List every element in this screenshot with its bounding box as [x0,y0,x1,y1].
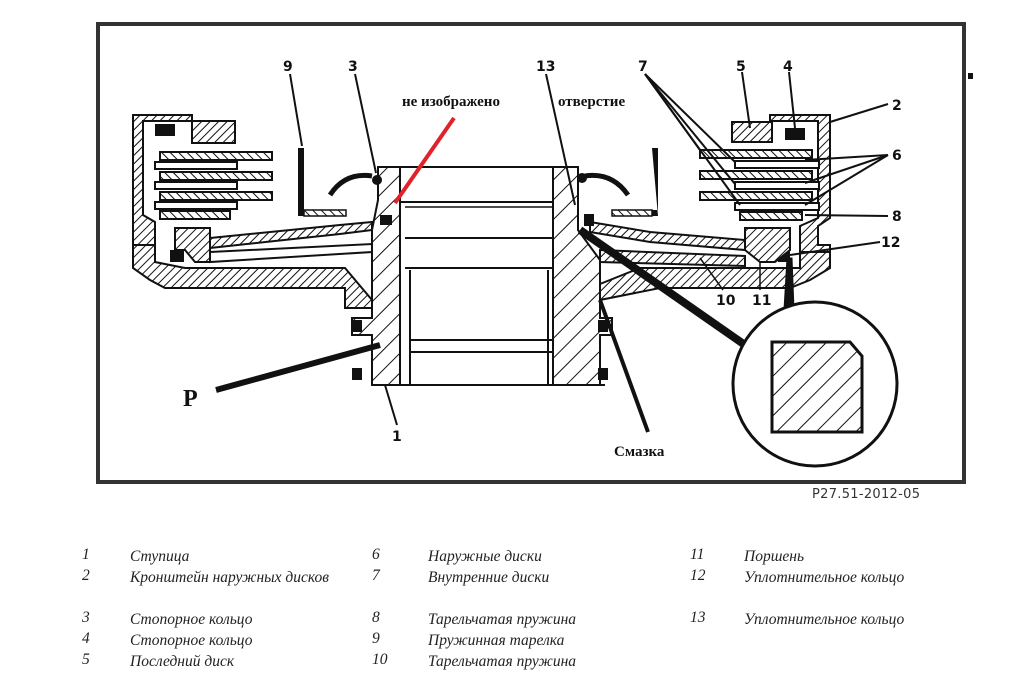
legend-label: Последний диск [130,653,235,670]
callout-7: 7 [638,59,648,75]
callout-6: 6 [892,148,902,164]
reference-code: P27.51-2012-05 [812,487,921,502]
left-disc-carrier [132,114,273,246]
legend-number: 7 [372,567,380,584]
callout-12: 12 [881,235,900,251]
legend-label: Уплотнительное кольцо [744,611,905,628]
legend-number: 9 [372,630,380,647]
annotation-pressure: P [183,386,198,412]
callout-11: 11 [752,293,771,309]
legend-label: Пружинная тарелка [428,632,565,649]
legend-number: 3 [82,609,90,626]
hub [351,166,613,386]
callout-9: 9 [283,59,293,75]
seal-cross-section [770,340,864,434]
last-disc-right [731,121,773,143]
disc-spring-right [739,211,803,221]
snap-ring-right [785,128,805,140]
legend-label: Стопорное кольцо [130,611,253,628]
callout-8: 8 [892,209,902,225]
disc-springs [209,148,746,268]
last-disc-left [191,120,236,144]
callout-1: 1 [392,429,402,445]
legend-label: Стопорное кольцо [130,632,253,649]
legend-number: 12 [690,567,706,584]
legend-label: Кронштейн наружных дисков [130,569,330,586]
snap-ring-left [155,124,175,136]
right-disc-carrier [699,114,831,253]
callout-4: 4 [783,59,793,75]
callout-5: 5 [736,59,746,75]
legend-label: Поршень [744,548,805,565]
callout-2: 2 [892,98,902,114]
legend-number: 13 [690,609,706,626]
legend-number: 2 [82,567,90,584]
annotation-not-shown: не изображено [402,94,500,110]
seal-ring-13 [584,214,594,226]
callout-13: 13 [536,59,555,75]
legend-number: 11 [690,546,705,563]
legend-number: 8 [372,609,380,626]
legend-label: Тарельчатая пружина [428,653,577,670]
legend-number: 5 [82,651,90,668]
legend-label: Уплотнительное кольцо [744,569,905,586]
callout-10: 10 [716,293,736,309]
stray-dot-mark [968,73,973,79]
detail-magnifier [731,300,899,468]
callout-3: 3 [348,59,358,75]
legend-number: 10 [372,651,388,668]
annotation-lubrication: Смазка [614,444,665,460]
legend-label: Тарельчатая пружина [428,611,577,628]
snap-ring-3 [380,215,392,225]
legend-number: 4 [82,630,90,647]
leader-lines [215,71,889,433]
not-shown-hole-highlight [393,116,456,205]
legend-label: Наружные диски [428,548,542,565]
legend-label: Ступица [130,548,190,565]
legend-label: Внутренние диски [428,569,550,586]
legend-number: 6 [372,546,380,563]
annotation-hole: отверстие [558,94,625,110]
legend-number: 1 [82,546,90,563]
